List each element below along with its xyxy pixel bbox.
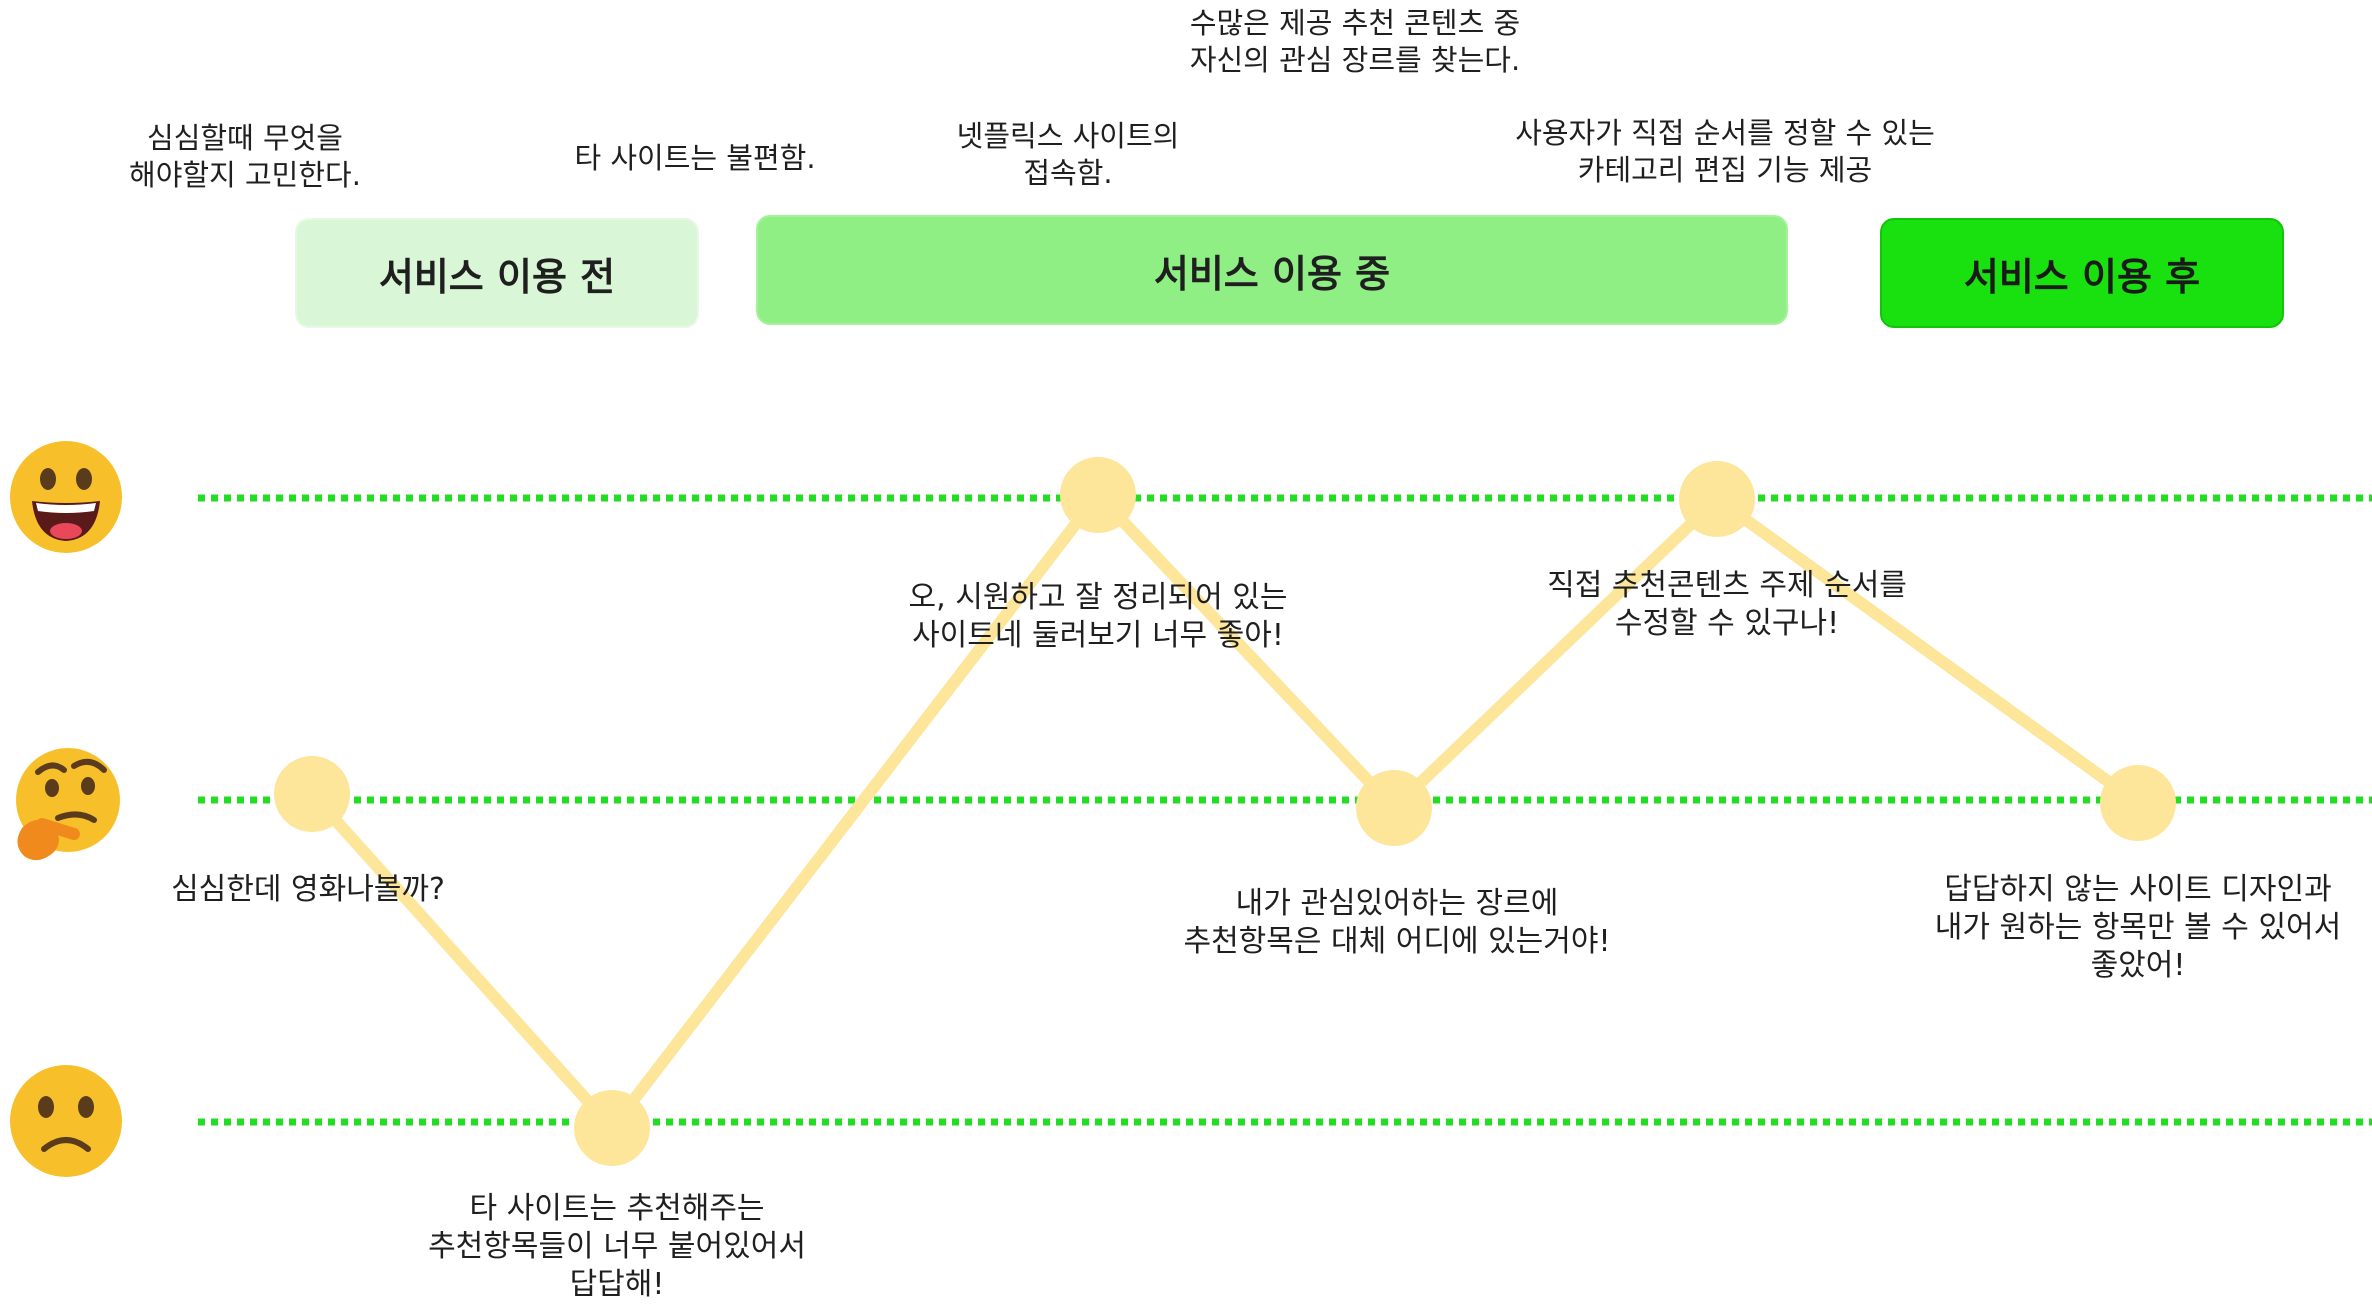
phase-before-box: 서비스 이용 전: [295, 218, 699, 328]
caption-point-6: 답답하지 않는 사이트 디자인과 내가 원하는 항목만 볼 수 있어서 좋았어!: [1934, 872, 2342, 983]
phase-after-box: 서비스 이용 후: [1880, 218, 2284, 328]
journey-point-4: [1356, 770, 1432, 846]
note-find-genre: 수많은 제공 추천 콘텐츠 중 자신의 관심 장르를 찾는다.: [1189, 6, 1521, 77]
grinning-face-icon: [10, 441, 122, 553]
caption-point-2: 타 사이트는 추천해주는 추천항목들이 너무 붙어있어서 답답해!: [428, 1191, 806, 1302]
journey-point-3: [1060, 457, 1136, 533]
note-category-edit: 사용자가 직접 순서를 정할 수 있는 카테고리 편집 기능 제공: [1515, 116, 1935, 187]
journey-line: [306, 489, 2144, 1134]
caption-point-5: 직접 추천콘텐츠 주제 순서를 수정할 수 있구나!: [1547, 568, 1907, 641]
phase-during-label: 서비스 이용 중: [1153, 251, 1391, 296]
journey-point-2: [574, 1090, 650, 1166]
journey-point-1: [274, 756, 350, 832]
phase-during-box: 서비스 이용 중: [756, 215, 1788, 325]
caption-point-3: 오, 시원하고 잘 정리되어 있는 사이트네 둘러보기 너무 좋아!: [908, 580, 1288, 653]
caption-point-4: 내가 관심있어하는 장르에 추천항목은 대체 어디에 있는거야!: [1183, 886, 1611, 959]
caption-point-1: 심심한데 영화나볼까?: [171, 872, 445, 907]
note-netflix: 넷플릭스 사이트의 접속함.: [956, 119, 1180, 190]
phase-after-label: 서비스 이용 후: [1963, 254, 2201, 299]
thinking-face-icon: [16, 748, 120, 861]
note-before: 심심할때 무엇을 해야할지 고민한다.: [129, 121, 361, 192]
frowning-face-icon: [10, 1065, 122, 1177]
journey-point-5: [1679, 461, 1755, 537]
note-other-site: 타 사이트는 불편함.: [574, 141, 816, 175]
journey-point-6: [2100, 765, 2176, 841]
phase-before-label: 서비스 이용 전: [378, 254, 616, 299]
